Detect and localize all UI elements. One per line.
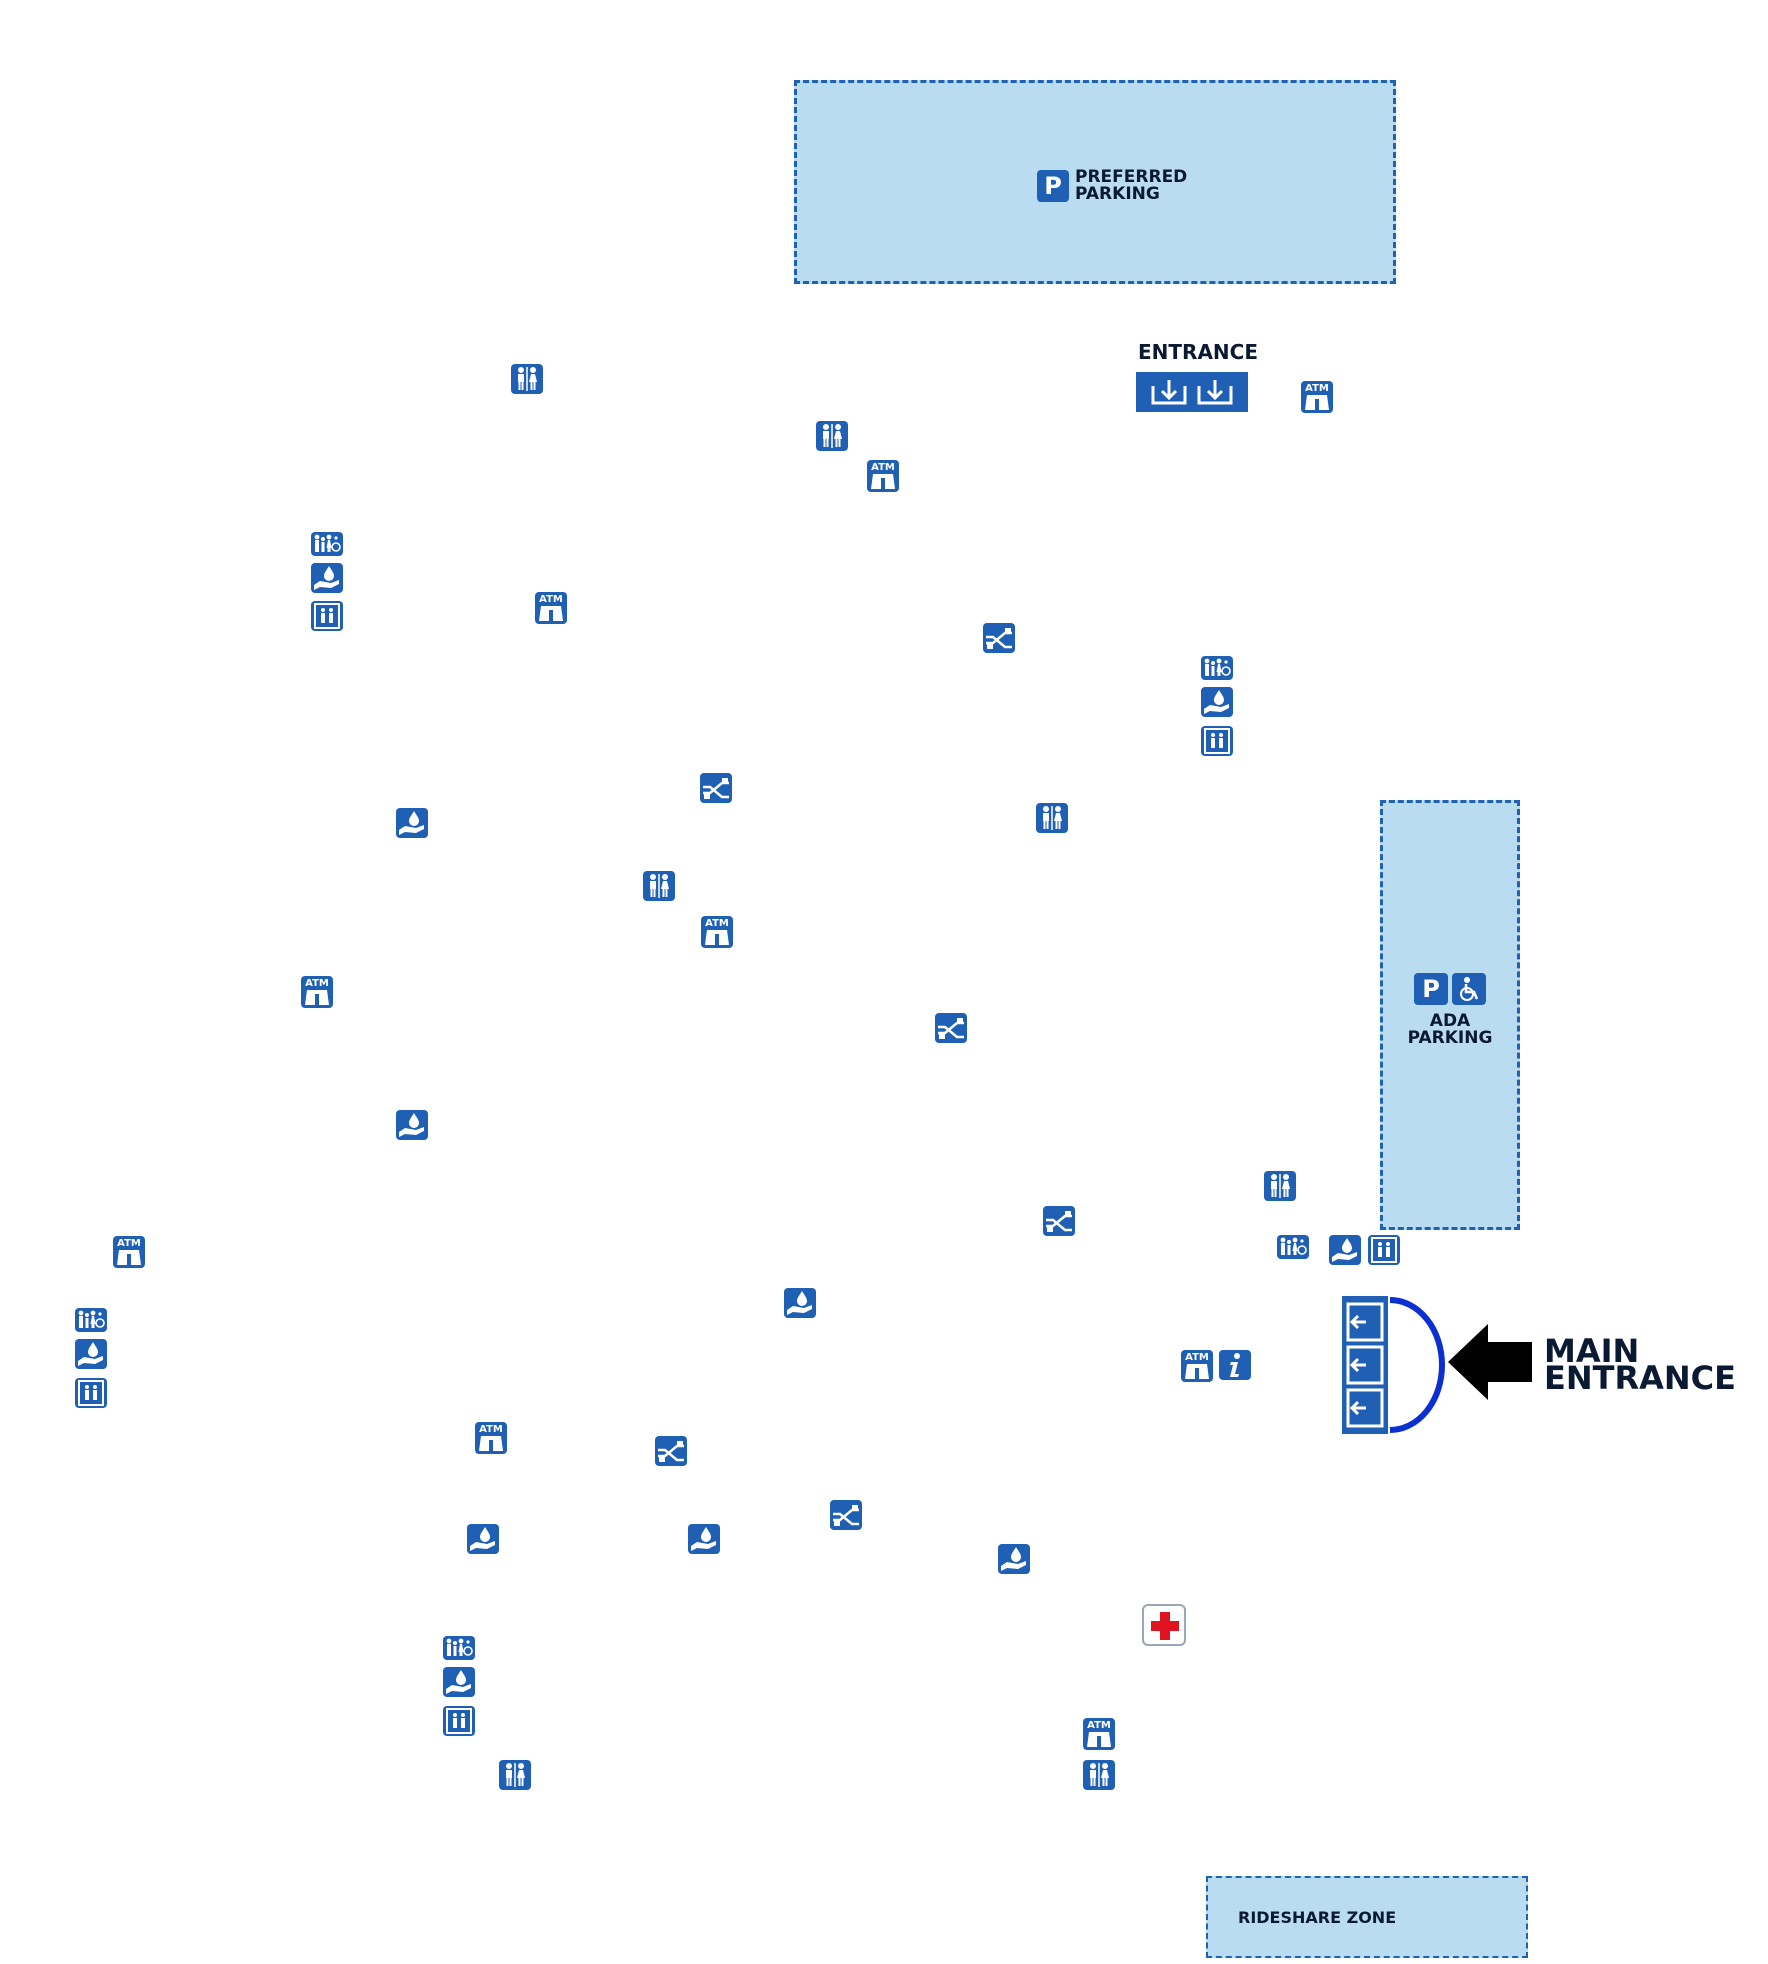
water-fountain-icon[interactable] bbox=[396, 808, 428, 838]
escalator-icon[interactable] bbox=[655, 1436, 687, 1466]
main-entrance-label: MAIN ENTRANCE bbox=[1544, 1332, 1736, 1397]
restroom-icon[interactable] bbox=[643, 871, 675, 901]
water-fountain-icon[interactable] bbox=[443, 1667, 475, 1697]
atm-label: ATM bbox=[705, 918, 729, 929]
water-fountain-icon[interactable] bbox=[1329, 1235, 1361, 1265]
ada-parking-zone: P ADA PARKING bbox=[1380, 800, 1520, 1230]
atm-label: ATM bbox=[117, 1238, 141, 1249]
rideshare-zone-label: RIDESHARE ZONE bbox=[1238, 1908, 1397, 1927]
escalator-icon[interactable] bbox=[830, 1500, 862, 1530]
info-icon[interactable] bbox=[1219, 1350, 1251, 1380]
family-restroom-icon[interactable] bbox=[443, 1636, 475, 1660]
restroom-icon[interactable] bbox=[511, 364, 543, 394]
atm-icon[interactable]: ATM bbox=[1083, 1718, 1115, 1750]
elevator-icon[interactable] bbox=[443, 1706, 475, 1736]
elevator-icon[interactable] bbox=[1201, 726, 1233, 756]
escalator-icon[interactable] bbox=[935, 1013, 967, 1043]
water-fountain-icon[interactable] bbox=[784, 1288, 816, 1318]
atm-label: ATM bbox=[305, 978, 329, 989]
atm-label: ATM bbox=[1185, 1352, 1209, 1363]
atm-icon[interactable]: ATM bbox=[701, 916, 733, 948]
wheelchair-icon bbox=[1452, 973, 1486, 1005]
atm-icon[interactable]: ATM bbox=[1301, 381, 1333, 413]
atm-label: ATM bbox=[539, 594, 563, 605]
restroom-icon[interactable] bbox=[499, 1760, 531, 1790]
atm-icon[interactable]: ATM bbox=[535, 592, 567, 624]
parking-icon: P bbox=[1414, 973, 1448, 1005]
main-entrance-arc bbox=[1389, 1297, 1445, 1433]
water-fountain-icon[interactable] bbox=[311, 563, 343, 593]
atm-icon[interactable]: ATM bbox=[1181, 1350, 1213, 1382]
restroom-icon[interactable] bbox=[816, 421, 848, 451]
water-fountain-icon[interactable] bbox=[467, 1524, 499, 1554]
restroom-icon[interactable] bbox=[1036, 803, 1068, 833]
atm-label: ATM bbox=[479, 1424, 503, 1435]
restroom-icon[interactable] bbox=[1083, 1760, 1115, 1790]
restroom-icon[interactable] bbox=[1264, 1171, 1296, 1201]
atm-label: ATM bbox=[1087, 1720, 1111, 1731]
water-fountain-icon[interactable] bbox=[998, 1544, 1030, 1574]
elevator-icon[interactable] bbox=[311, 601, 343, 631]
atm-label: ATM bbox=[871, 462, 895, 473]
family-restroom-icon[interactable] bbox=[75, 1308, 107, 1332]
entrance-label: ENTRANCE bbox=[1138, 340, 1258, 364]
entrance-door-icon bbox=[1197, 380, 1233, 405]
entrance-door-icon bbox=[1151, 380, 1187, 405]
atm-icon[interactable]: ATM bbox=[475, 1422, 507, 1454]
escalator-icon[interactable] bbox=[1043, 1206, 1075, 1236]
main-entrance-doors bbox=[1342, 1296, 1388, 1434]
water-fountain-icon[interactable] bbox=[688, 1524, 720, 1554]
escalator-icon[interactable] bbox=[983, 623, 1015, 653]
atm-icon[interactable]: ATM bbox=[301, 976, 333, 1008]
ada-parking-label: ADA PARKING bbox=[1407, 1011, 1493, 1048]
water-fountain-icon[interactable] bbox=[75, 1339, 107, 1369]
water-fountain-icon[interactable] bbox=[1201, 687, 1233, 717]
family-restroom-icon[interactable] bbox=[1201, 656, 1233, 680]
atm-icon[interactable]: ATM bbox=[113, 1236, 145, 1268]
rideshare-zone: RIDESHARE ZONE bbox=[1206, 1876, 1528, 1958]
family-restroom-icon[interactable] bbox=[1277, 1235, 1309, 1259]
preferred-parking-zone: P PREFERRED PARKING bbox=[794, 80, 1396, 284]
escalator-icon[interactable] bbox=[700, 773, 732, 803]
family-restroom-icon[interactable] bbox=[311, 532, 343, 556]
atm-label: ATM bbox=[1305, 383, 1329, 394]
elevator-icon[interactable] bbox=[75, 1378, 107, 1408]
arrow-left-icon bbox=[1448, 1324, 1532, 1400]
elevator-icon[interactable] bbox=[1368, 1235, 1400, 1265]
parking-icon: P bbox=[1037, 170, 1069, 202]
water-fountain-icon[interactable] bbox=[396, 1110, 428, 1140]
preferred-parking-label: PREFERRED PARKING bbox=[1075, 167, 1188, 204]
entrance-doors bbox=[1136, 372, 1248, 412]
atm-icon[interactable]: ATM bbox=[867, 460, 899, 492]
first-aid-icon[interactable] bbox=[1142, 1604, 1186, 1646]
